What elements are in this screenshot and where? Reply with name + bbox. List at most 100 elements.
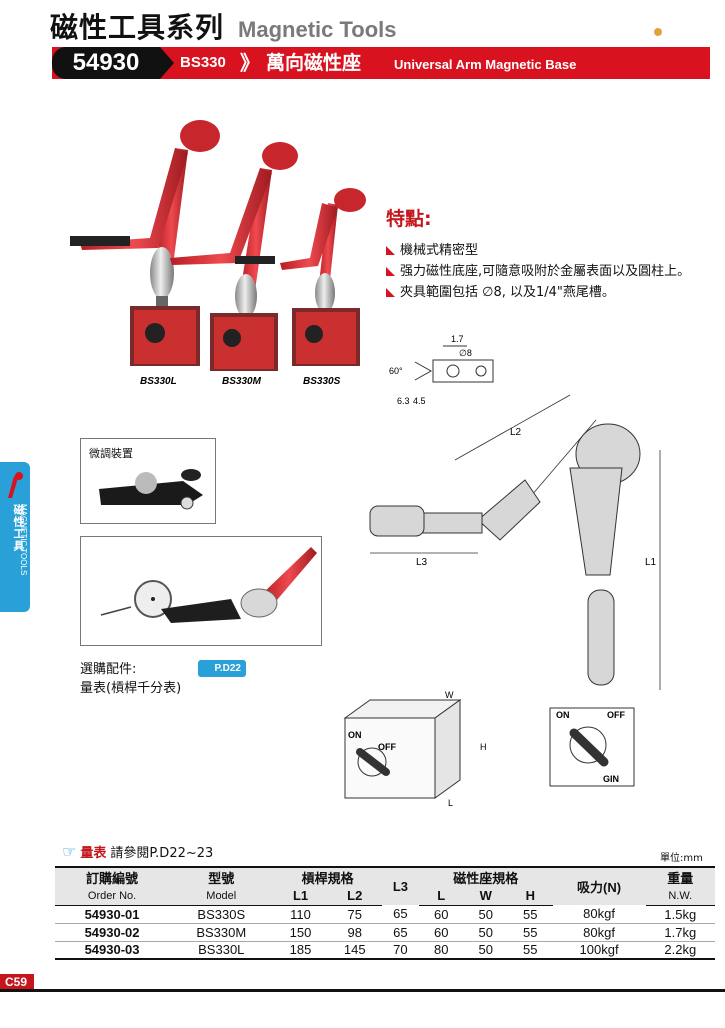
- cell-l1: 150: [273, 923, 328, 942]
- feature-item: 强力磁性底座,可隨意吸附於金屬表面以及圓柱上。: [386, 262, 706, 282]
- th-model-cn: 型號: [208, 871, 235, 886]
- fine-adjust-photo: [99, 469, 203, 510]
- cell-w: 50: [463, 941, 508, 960]
- table-row: 54930-03 BS330L 185 145 70 80 50 55 100k…: [55, 941, 715, 960]
- dim-4-5: 4.5: [413, 396, 426, 406]
- cell-l: 60: [418, 905, 464, 924]
- cell-l: 80: [418, 941, 464, 960]
- dim-60deg: 60°: [389, 366, 403, 376]
- cell-force: 80kgf: [552, 923, 646, 942]
- cell-h: 55: [508, 905, 553, 924]
- th-l: L: [418, 887, 464, 906]
- th-model-en: Model: [169, 887, 274, 906]
- base3d-on-label: ON: [348, 730, 362, 740]
- th-model: 型號: [169, 866, 274, 887]
- th-order: 訂購編號: [55, 866, 170, 887]
- cell-force: 80kgf: [552, 905, 646, 924]
- dim-h: H: [480, 742, 487, 752]
- th-h: H: [508, 887, 553, 906]
- feature-item: 夾具範圍包括 ∅8, 以及1/4"燕尾槽。: [386, 283, 706, 303]
- chevron-icon: 》: [240, 51, 260, 75]
- title-cn: 磁性工具系列: [50, 11, 225, 44]
- fine-adjust-box: 微調裝置: [80, 438, 216, 524]
- reference-note: ☞ 量表 請參閱P.D22~23: [62, 842, 213, 861]
- product-banner: 54930 BS330 》 萬向磁性座 Universal Arm Magnet…: [52, 47, 710, 79]
- cell-l3: 65: [381, 905, 419, 924]
- side-tab-label-en: MAGNETIC TOOLS: [19, 504, 28, 576]
- product-code: 54930: [52, 47, 174, 79]
- th-base-spec: 磁性座規格: [418, 866, 553, 887]
- th-l3: L3: [381, 866, 419, 905]
- table-row: 54930-02 BS330M 150 98 65 60 50 55 80kgf…: [55, 923, 715, 942]
- spec-table: 訂購編號 型號 槓桿規格 L3 磁性座規格 吸力(N) 重量 Order No.…: [55, 866, 715, 960]
- cell-l2: 98: [327, 923, 382, 942]
- th-l1: L1: [273, 887, 328, 906]
- optional-accessories: 選購配件: 量表(槓桿千分表): [80, 660, 181, 698]
- label-bs330m: BS330M: [222, 376, 262, 387]
- bs330s-base: [280, 188, 366, 366]
- th-order-cn: 訂購編號: [86, 871, 139, 886]
- product-photo: BS330L BS330M BS330S: [70, 120, 366, 387]
- th-weight: 重量: [645, 866, 715, 887]
- cell-model: BS330L: [169, 941, 274, 960]
- triangle-bullet-icon: [386, 267, 395, 276]
- triangle-bullet-icon: [386, 288, 395, 297]
- cell-l3: 70: [381, 941, 419, 960]
- label-bs330s: BS330S: [303, 376, 341, 387]
- bs330l-base: [70, 120, 220, 366]
- features-section: 特點: 機械式精密型 强力磁性底座,可隨意吸附於金屬表面以及圓柱上。 夾具範圍包…: [386, 204, 706, 304]
- indicator-photo: [100, 547, 317, 623]
- title-en: Magnetic Tools: [238, 17, 397, 42]
- base-3d-drawing: ON OFF W H L: [343, 690, 487, 808]
- dim-w: W: [445, 690, 454, 700]
- cell-weight: 1.5kg: [645, 905, 715, 924]
- cell-l1: 185: [273, 941, 328, 960]
- bottom-rule: [0, 989, 725, 992]
- table-row: 54930-01 BS330S 110 75 65 60 50 55 80kgf…: [55, 905, 715, 924]
- cell-order: 54930-02: [55, 923, 170, 942]
- decorative-dot: [654, 28, 662, 36]
- dim-l1: L1: [645, 557, 657, 568]
- label-bs330l: BS330L: [140, 376, 177, 387]
- options-item: 量表(槓桿千分表): [80, 681, 182, 696]
- base-off-label: OFF: [607, 710, 625, 720]
- cell-weight: 1.7kg: [645, 923, 715, 942]
- feature-text: 夾具範圍包括 ∅8, 以及1/4"燕尾槽。: [400, 285, 615, 300]
- arm-technical-drawing: L2 L1 L3 ON OFF GIN: [369, 394, 661, 787]
- cell-weight: 2.2kg: [645, 941, 715, 960]
- indicator-photo-box: [80, 536, 322, 646]
- th-w: W: [463, 887, 508, 906]
- page-ref-badge[interactable]: P.D22: [198, 660, 246, 677]
- cell-l2: 75: [327, 905, 382, 924]
- cell-l: 60: [418, 923, 464, 942]
- reference-text: 請參閱P.D22~23: [110, 846, 214, 861]
- dim-6-3: 6.3: [397, 396, 410, 406]
- th-weight-cn: 重量: [667, 871, 694, 886]
- cell-model: BS330S: [169, 905, 274, 924]
- cell-l1: 110: [273, 905, 328, 924]
- cell-order: 54930-01: [55, 905, 170, 924]
- dim-l: L: [448, 798, 453, 808]
- page-number: C59: [0, 974, 34, 990]
- cell-model: BS330M: [169, 923, 274, 942]
- bs330m-base: [170, 142, 298, 371]
- side-tab-label-cn: 磁性工具: [12, 504, 25, 552]
- cell-l2: 145: [327, 941, 382, 960]
- base3d-off-label: OFF: [378, 742, 396, 752]
- feature-text: 機械式精密型: [400, 243, 479, 258]
- triangle-bullet-icon: [386, 246, 395, 255]
- pointing-hand-icon: ☞: [62, 842, 77, 861]
- feature-item: 機械式精密型: [386, 241, 706, 261]
- cell-h: 55: [508, 923, 553, 942]
- features-title: 特點:: [386, 208, 432, 230]
- dim-phi8: ∅8: [459, 348, 472, 358]
- product-name-cn: 萬向磁性座: [266, 52, 362, 74]
- th-l2: L2: [327, 887, 382, 906]
- product-model: BS330: [180, 54, 226, 71]
- side-tab-thumbnail: [8, 472, 23, 498]
- reference-highlight: 量表: [80, 846, 107, 861]
- dim-l3: L3: [416, 557, 428, 568]
- page-title: 磁性工具系列 Magnetic Tools: [50, 6, 397, 44]
- page-number-text: C59: [5, 975, 28, 989]
- cell-l3: 65: [381, 923, 419, 942]
